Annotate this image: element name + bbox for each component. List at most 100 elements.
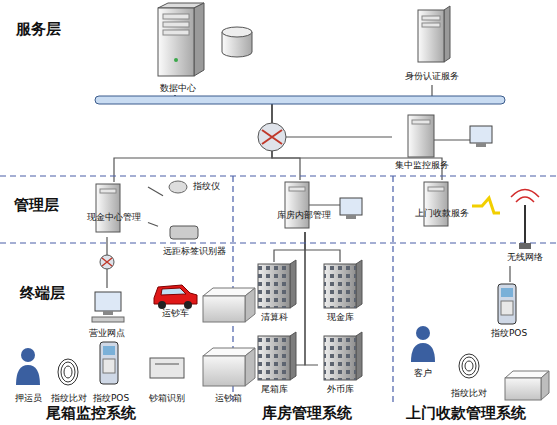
fingerprint-symbol [459,354,479,378]
management-server: 库房内部管理 [272,180,336,232]
node-caption: 现金中心管理 [80,212,148,223]
monitor-screen [340,198,362,215]
data-center-server: 数据中心 [148,3,208,95]
pos-keys [501,301,513,315]
building-body [324,336,356,380]
building-side [290,332,296,380]
server-light [174,58,178,62]
node-caption: 指纹POS [88,393,134,404]
node-caption: 指纹比对 [445,388,493,399]
network-link [114,95,272,182]
pos-body [498,284,516,324]
database-top [222,27,252,37]
crate-side [245,288,255,322]
column-divider [392,176,393,405]
system-title: 库房管理系统 [262,404,352,422]
pos-screen [501,288,513,297]
node-caption: 营业网点 [82,328,132,339]
collection-server: 上门收款服务 [412,180,472,228]
server-bay [422,23,440,27]
node-caption: 钞箱识别 [142,393,192,404]
node-caption: 远距标签识别器 [158,246,230,257]
fingerprint-symbol [465,361,473,371]
wireless-antenna: 无线网络 [500,178,550,266]
fingerprint-icon: 指纹比对 [445,348,493,400]
building-side [290,260,296,308]
crate-front [203,356,245,386]
pos-device: 指纹POS [484,282,534,340]
vault-building: 现金库 [318,262,362,324]
router-symbol [100,255,114,269]
crate-side [245,348,255,386]
customer-person: 客户 [405,322,441,382]
server-body [418,10,444,62]
truck-wheel [184,301,192,309]
building-body [258,264,290,308]
server-bay [422,16,440,20]
server-bay [100,189,116,193]
network-link [509,266,510,282]
person-body [411,343,435,362]
monitor-stand [103,311,113,315]
reader-symbol [150,358,184,378]
antenna-base [519,243,531,249]
antenna-pole [524,205,526,245]
node-caption: 集中监控服务 [392,160,452,171]
node-caption: 客户 [405,368,441,379]
reader-slot [155,364,179,365]
building-windows [258,336,290,380]
node-caption: 指纹比对 [48,393,90,404]
system-title: 上门收款管理系统 [406,404,526,422]
layer-title: 服务层 [16,20,61,38]
person-body [16,365,40,385]
fingerprint-icon: 指纹比对 [48,350,90,405]
fingerprint-symbol [462,357,476,375]
server-body [424,182,448,226]
router-arrows [102,258,112,266]
network-link [148,187,163,196]
signal-arc [511,190,539,198]
network-bus [95,96,505,104]
node-caption: 运钞车 [150,308,200,319]
scanner-symbol [169,181,187,193]
pos-body [100,342,118,384]
node-caption: 上门收款服务 [412,208,472,219]
cable-line [309,205,340,206]
server-body [285,182,309,228]
vault-building: 尾箱库 [252,334,296,396]
building-side [356,332,362,380]
router-symbol [258,123,286,151]
building-body [324,264,356,308]
crate-front [203,296,245,322]
network-link [296,232,305,365]
monitor-stand [476,143,486,147]
fingerprint-symbol [64,366,72,378]
pos-device: 指纹POS [88,338,134,404]
pos-keys [103,359,115,373]
monitor-server: 集中监控服务 [392,112,492,172]
cash-truck: 运钞车 [150,276,200,320]
server-side [194,3,204,76]
server-bay [412,120,430,124]
vault-building: 清算科 [252,262,296,324]
fingerprint-scanner: 指纹仪 [163,176,225,198]
layer-title: 管理层 [14,196,59,214]
building-windows [324,264,356,308]
box-reader: 钞箱识别 [142,350,192,404]
node-caption: 身份认证服务 [402,71,462,82]
crate-side [541,371,549,400]
branch-terminal: 营业网点 [82,288,132,340]
server-bay [163,14,189,19]
layer-divider [0,242,557,243]
node-caption: 押运员 [6,393,50,404]
person-head [21,348,35,362]
cash-box: 运钞箱 [198,280,258,404]
monitor-stand [346,215,356,219]
building-body [258,336,290,380]
tag-reader: 远距标签识别器 [158,222,230,258]
network-link [148,222,158,226]
escort-person: 押运员 [6,345,50,405]
router-arrows [262,130,282,144]
pos-screen [103,346,115,355]
fingerprint-symbol [58,359,78,385]
